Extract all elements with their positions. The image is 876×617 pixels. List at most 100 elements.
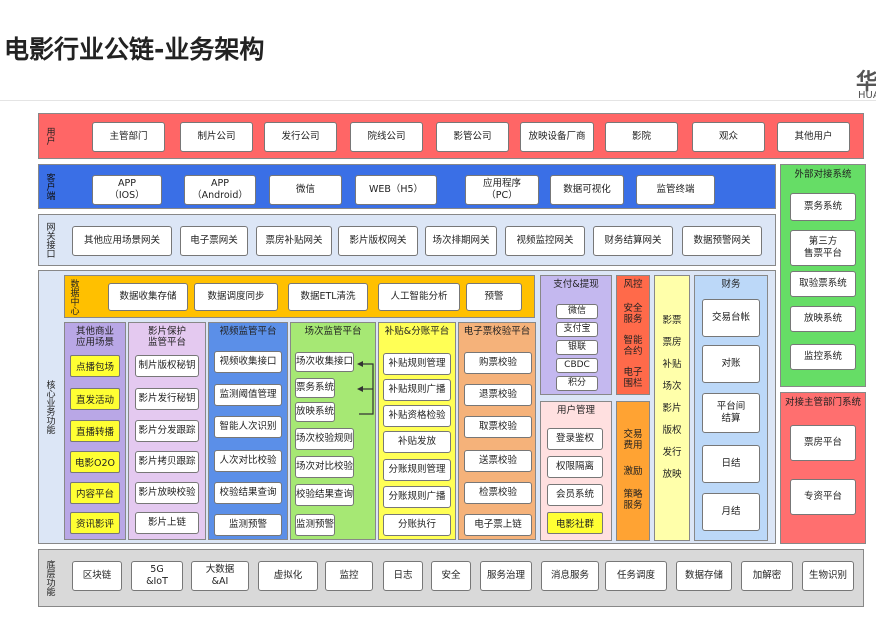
yellow_col-item: 影片	[662, 403, 682, 415]
finance-item: 日结	[702, 445, 760, 483]
external-systems-title: 外部对接系统	[794, 169, 852, 181]
header-divider	[0, 100, 876, 101]
other_biz-item: 点播包场	[70, 355, 120, 377]
other-biz-panel-title: 其他商业 应用场景	[75, 325, 114, 348]
eticket-item: 送票校验	[464, 450, 532, 472]
brand-logo: 华	[856, 70, 876, 95]
session_monitor-item: 场次校验规则	[295, 428, 355, 450]
external-item: 票务系统	[790, 193, 856, 221]
gateway-item: 数据预警网关	[682, 226, 762, 256]
fees-panel	[616, 401, 650, 541]
session_monitor-item: 票务系统	[295, 378, 336, 398]
eticket-item: 取票校验	[464, 416, 532, 438]
film_protect-item: 影片分发跟踪	[135, 420, 199, 442]
subsidy-item: 分账规则广播	[383, 486, 451, 508]
users-item: 院线公司	[350, 122, 423, 152]
payment-item: 微信	[556, 304, 598, 319]
other_biz-item: 电影O2O	[70, 451, 120, 473]
infra-item: 5G &IoT	[131, 561, 183, 591]
risk-panel-title: 风控	[623, 279, 643, 291]
user-mgmt-panel-title: 用户管理	[556, 405, 595, 417]
client-item: APP （Android）	[184, 175, 256, 205]
finance-item: 对账	[702, 345, 760, 383]
risk-panel	[616, 275, 650, 395]
payment-panel-title: 支付&提现	[553, 279, 599, 291]
gateway-item: 影片版权网关	[338, 226, 418, 256]
user_mgmt-item: 电影社群	[547, 512, 603, 534]
finance-panel-title: 财务	[721, 279, 741, 291]
infra-item: 数据存储	[676, 561, 732, 591]
film_protect-item: 影片拷贝跟踪	[135, 451, 199, 473]
users-item: 其他用户	[777, 122, 850, 152]
video_monitor-item: 监测预警	[214, 514, 282, 536]
client-layer-label: 客户端	[44, 173, 55, 200]
user_mgmt-item: 权限隔离	[547, 456, 603, 478]
client-item: 监管终端	[636, 175, 715, 205]
other_biz-item: 内容平台	[70, 482, 120, 504]
datacenter-item: 数据调度同步	[194, 283, 278, 311]
infra-item: 任务调度	[605, 561, 667, 591]
video_monitor-item: 监测阈值管理	[214, 384, 282, 406]
yellow_col-item: 票房	[662, 337, 682, 349]
fees-item: 激励	[623, 466, 643, 478]
datacenter-item: 预警	[466, 283, 522, 311]
risk-item: 智能 合约	[623, 334, 643, 357]
eticket-item: 退票校验	[464, 384, 532, 406]
subsidy-panel-title: 补贴&分账平台	[384, 326, 450, 338]
infra-layer-label: 底层功能	[44, 560, 55, 596]
fees-item: 策略 服务	[623, 488, 643, 511]
payment-item: 支付宝	[556, 322, 598, 337]
film-protect-panel-title: 影片保护 监管平台	[147, 325, 186, 348]
video-monitor-panel-title: 视频监管平台	[219, 326, 277, 338]
yellow_col-item: 补贴	[662, 359, 682, 371]
subsidy-item: 补贴发放	[383, 431, 451, 453]
infra-item: 生物识别	[802, 561, 854, 591]
session_monitor-item: 放映系统	[295, 402, 336, 422]
infra-item: 监控	[325, 561, 373, 591]
client-item: APP （IOS）	[92, 175, 162, 205]
video_monitor-item: 人次对比校验	[214, 450, 282, 472]
gateway-item: 场次排期网关	[425, 226, 497, 256]
fees-item: 交易 费用	[623, 428, 643, 451]
eticket-item: 电子票上链	[464, 514, 532, 536]
datacenter-item: 数据ETL清洗	[288, 283, 368, 311]
yellow_col-item: 发行	[662, 447, 682, 459]
users-item: 制片公司	[180, 122, 253, 152]
gateway-layer-label: 网关接口	[44, 222, 55, 258]
video_monitor-item: 智能人次识别	[214, 416, 282, 438]
session_monitor-item: 场次收集接口	[295, 352, 355, 372]
users-item: 观众	[692, 122, 765, 152]
infra-item: 日志	[383, 561, 423, 591]
film_protect-item: 影片发行秘钥	[135, 388, 199, 410]
film_protect-item: 制片版权秘钥	[135, 355, 199, 377]
brand-logo-text: HUA	[858, 90, 876, 101]
yellow-col-panel	[654, 275, 690, 541]
payment-item: CBDC	[556, 358, 598, 373]
gov-systems-panel	[780, 392, 866, 544]
users-item: 影管公司	[436, 122, 509, 152]
payment-panel	[540, 275, 612, 395]
session-monitor-panel-title: 场次监管平台	[304, 326, 362, 338]
external-item: 监控系统	[790, 344, 856, 370]
eticket-item: 购票校验	[464, 352, 532, 374]
eticket-panel-title: 电子票校验平台	[463, 326, 531, 338]
external-item: 第三方 售票平台	[790, 230, 856, 266]
client-item: WEB（H5）	[355, 175, 437, 205]
risk-item: 电子 围栏	[623, 366, 643, 389]
datacenter-label: 数据中心	[68, 278, 79, 315]
session_monitor-item: 场次对比校验	[295, 456, 355, 478]
film_protect-item: 影片上链	[135, 512, 199, 534]
users-item: 影院	[605, 122, 678, 152]
payment-item: 银联	[556, 340, 598, 355]
datacenter-item: 数据收集存储	[108, 283, 188, 311]
page-title: 电影行业公链-业务架构	[4, 35, 265, 64]
subsidy-item: 补贴规则广播	[383, 379, 451, 401]
subsidy-item: 分账规则管理	[383, 459, 451, 481]
client-item: 数据可视化	[550, 175, 624, 205]
risk-item: 安全 服务	[623, 302, 643, 325]
client-item: 应用程序 （PC）	[465, 175, 539, 205]
other_biz-item: 资讯影评	[70, 512, 120, 534]
other_biz-item: 直发活动	[70, 388, 120, 410]
session_monitor-item: 校验结果查询	[295, 484, 355, 506]
external-item: 放映系统	[790, 306, 856, 332]
